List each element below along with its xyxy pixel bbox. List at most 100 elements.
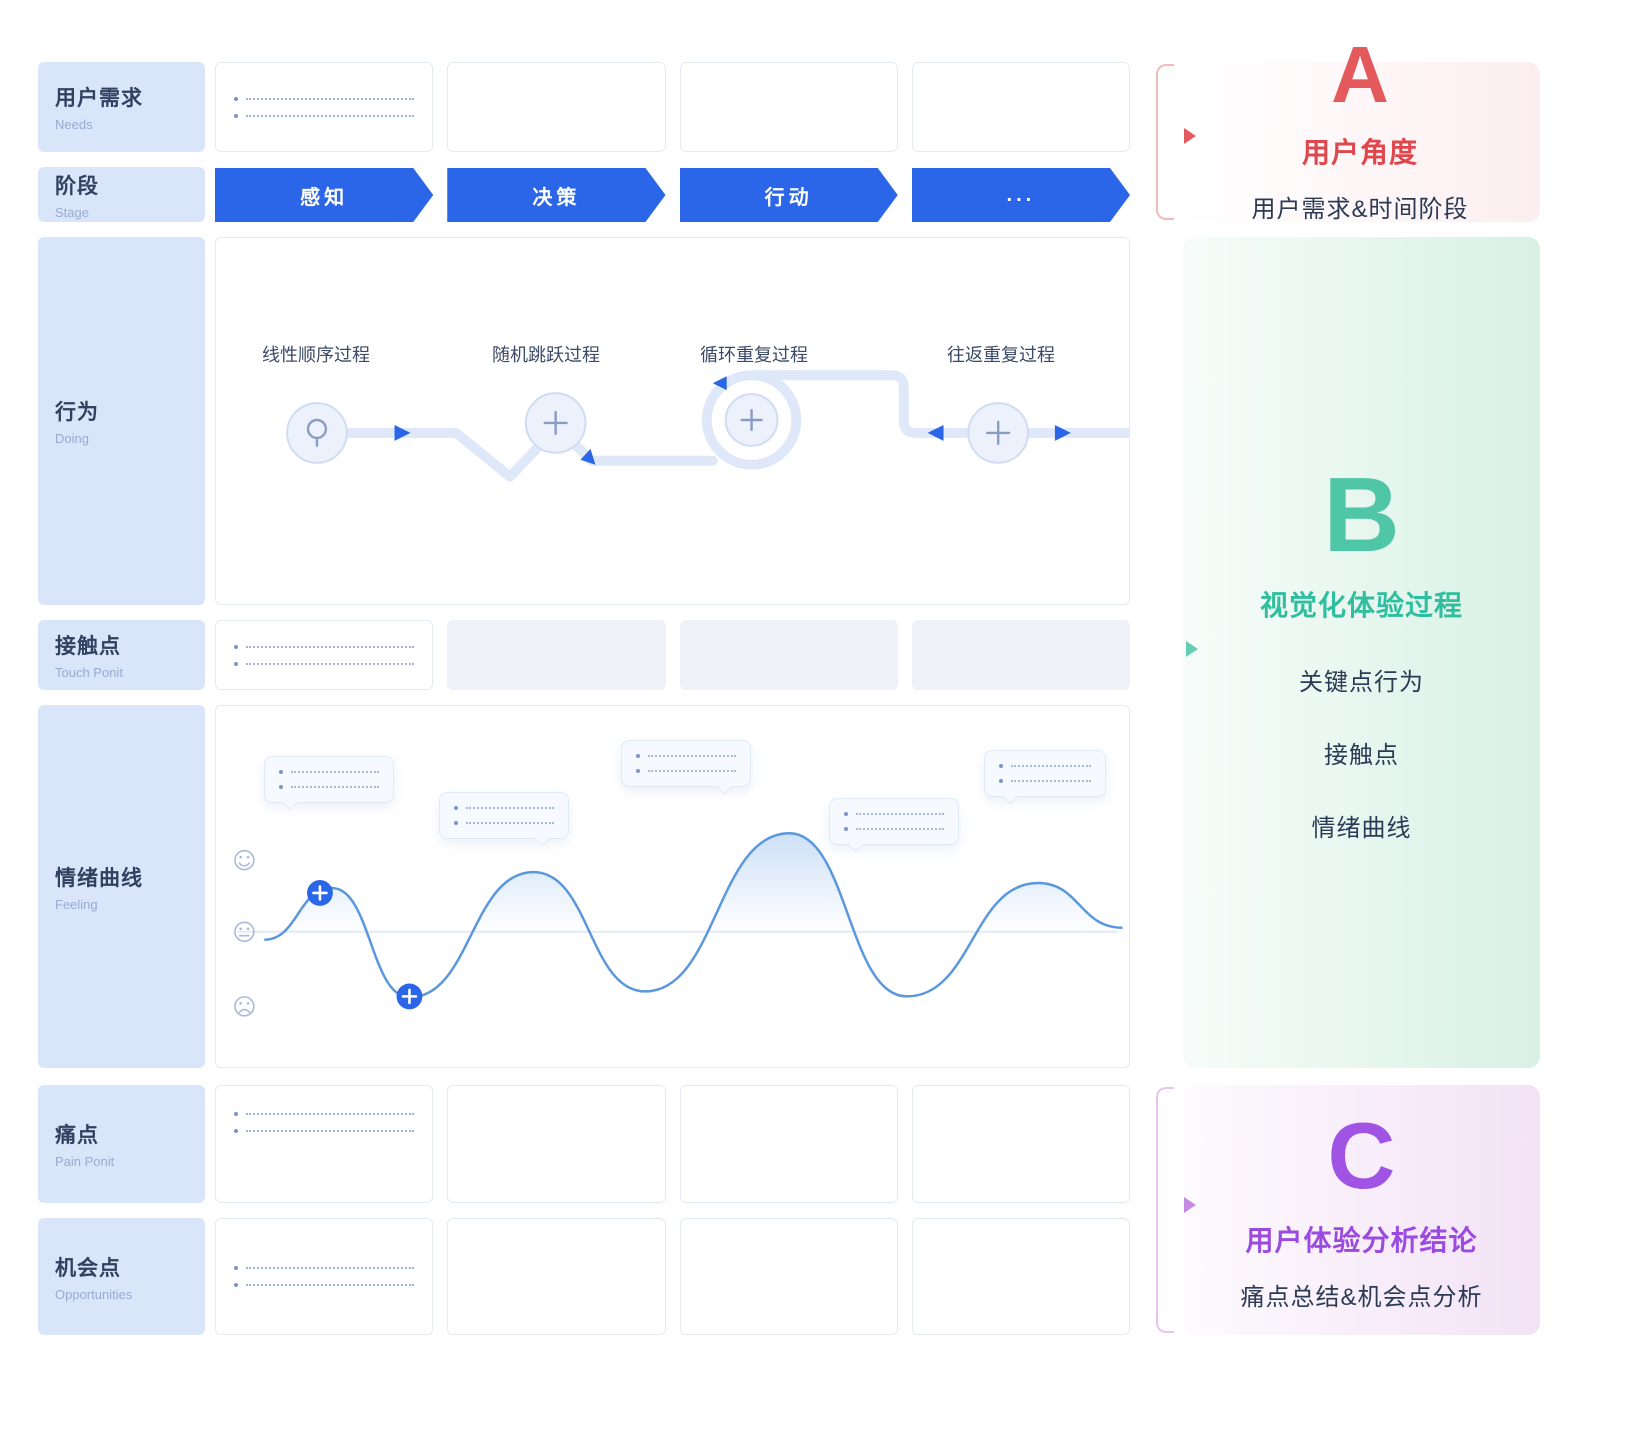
annotation-b-item-2: 接触点 (1324, 742, 1399, 769)
sad-face-icon (234, 996, 255, 1017)
magnifier-icon (306, 418, 328, 448)
placeholder-dotted-line (844, 827, 944, 831)
opportunity-card-2 (447, 1218, 666, 1335)
opportunity-card-row (215, 1218, 1130, 1335)
annotation-section-c: C 用户体验分析结论 痛点总结&机会点分析 (1150, 1085, 1544, 1335)
row-label-doing-subtitle: Doing (55, 431, 89, 446)
annotation-b-item-1: 关键点行为 (1299, 669, 1424, 696)
placeholder-dotted-line (454, 821, 554, 825)
row-label-painpoint-subtitle: Pain Ponit (55, 1154, 115, 1169)
row-label-stage-title: 阶段 (55, 174, 99, 198)
placeholder-dotted-line (234, 661, 415, 666)
placeholder-dotted-line (234, 1129, 415, 1133)
row-label-needs: 用户需求 Needs (38, 62, 205, 152)
painpoint-card-3 (679, 1085, 898, 1203)
placeholder-dotted-line (234, 1266, 415, 1270)
annotation-b-letter: B (1323, 456, 1400, 574)
touchpoint-card-2 (447, 620, 666, 690)
stage-arrow-label: 感知 (300, 186, 349, 209)
annotation-c-title: 用户体验分析结论 (1245, 1224, 1478, 1256)
bracket-a (1156, 64, 1174, 220)
stage-arrow-decision: 决策 (447, 168, 665, 222)
curve-plus-marker (307, 880, 423, 1010)
annotation-section-a: A 用户角度 用户需求&时间阶段 (1150, 34, 1544, 223)
stage-arrow-perception: 感知 (215, 168, 433, 222)
feeling-panel (215, 705, 1130, 1068)
painpoint-card-4 (911, 1085, 1130, 1203)
stage-arrow-action: 行动 (680, 168, 898, 222)
needs-card-4 (911, 62, 1130, 152)
touchpoint-card-3 (679, 620, 898, 690)
opportunity-card-3 (679, 1218, 898, 1335)
emotion-note-bubble (264, 756, 394, 803)
row-label-feeling: 情绪曲线 Feeling (38, 705, 205, 1068)
opportunity-card-4 (911, 1218, 1130, 1335)
row-label-feeling-subtitle: Feeling (55, 896, 98, 912)
row-label-painpoint-title: 痛点 (55, 1124, 99, 1147)
needs-card-2 (447, 62, 666, 152)
stage-arrow-label: 行动 (764, 186, 813, 209)
process-label-random: 随机跳跃过程 (492, 345, 600, 365)
needs-card-row (215, 62, 1130, 152)
row-label-opportunity-title: 机会点 (55, 1256, 121, 1280)
placeholder-dotted-line (279, 785, 379, 789)
needs-card-1 (215, 62, 434, 152)
annotation-c-letter: C (1327, 1102, 1396, 1208)
row-label-touchpoint-subtitle: Touch Ponit (55, 665, 123, 680)
annotation-c-body: C 用户体验分析结论 痛点总结&机会点分析 (1183, 1085, 1540, 1335)
annotation-b-title: 视觉化体验过程 (1259, 590, 1463, 621)
painpoint-card-2 (447, 1085, 666, 1203)
placeholder-dotted-line (234, 1283, 415, 1287)
happy-face-icon (234, 849, 255, 871)
process-label-linear: 线性顺序过程 (262, 345, 370, 365)
stage-arrow-more: ... (912, 168, 1130, 222)
annotation-a-title: 用户角度 (1301, 136, 1418, 168)
row-label-stage-subtitle: Stage (55, 204, 89, 220)
emotion-note-bubble (439, 792, 569, 839)
painpoint-card-row (215, 1085, 1130, 1203)
row-label-stage: 阶段 Stage (38, 167, 205, 222)
annotation-a-body: A 用户角度 用户需求&时间阶段 (1180, 34, 1540, 223)
row-label-doing: 行为 Doing (38, 237, 205, 605)
annotation-b-item-3: 情绪曲线 (1311, 815, 1412, 842)
doing-flow-diagram (286, 370, 1129, 482)
row-label-doing-title: 行为 (55, 401, 99, 424)
needs-card-3 (679, 62, 898, 152)
row-label-feeling-title: 情绪曲线 (55, 866, 143, 890)
annotation-section-b: B 视觉化体验过程 关键点行为 接触点 情绪曲线 (1150, 237, 1544, 1068)
placeholder-dotted-line (279, 770, 379, 774)
touchpoint-card-row (215, 620, 1130, 690)
process-label-loop: 循环重复过程 (700, 345, 808, 365)
stage-arrow-row: 感知 决策 行动 ... (215, 168, 1130, 222)
plus-icon (543, 408, 1011, 446)
needs-placeholder-lines (216, 63, 432, 151)
bracket-c (1156, 1087, 1174, 1333)
placeholder-dotted-line (636, 769, 736, 773)
placeholder-dotted-line (454, 806, 554, 810)
emotion-note-bubble (829, 798, 959, 845)
doing-panel: 线性顺序过程 随机跳跃过程 循环重复过程 往返重复过程 (215, 237, 1130, 605)
placeholder-dotted-line (234, 644, 415, 649)
annotation-b-body: B 视觉化体验过程 关键点行为 接触点 情绪曲线 (1183, 237, 1540, 1068)
emotion-note-bubble (984, 750, 1106, 797)
touchpoint-placeholder-lines (216, 621, 432, 689)
painpoint-card-1 (215, 1085, 434, 1203)
annotation-c-desc: 痛点总结&机会点分析 (1240, 1283, 1483, 1311)
emotion-note-bubble (621, 740, 751, 787)
placeholder-dotted-line (636, 754, 736, 758)
row-label-opportunity-subtitle: Opportunities (55, 1286, 133, 1302)
placeholder-dotted-line (999, 779, 1091, 783)
flow-direction-arrows (394, 376, 1071, 465)
row-label-needs-subtitle: Needs (55, 117, 93, 132)
annotation-a-letter: A (1331, 29, 1389, 119)
touchpoint-card-1 (215, 620, 434, 690)
placeholder-dotted-line (234, 96, 415, 101)
placeholder-dotted-line (844, 812, 944, 816)
neutral-face-icon (234, 921, 255, 942)
opportunity-card-1 (215, 1218, 434, 1335)
painpoint-placeholder-lines (216, 1086, 432, 1202)
row-label-painpoint: 痛点 Pain Ponit (38, 1085, 205, 1203)
emotion-curve-chart (234, 832, 1123, 1017)
linear-process-node (286, 402, 348, 464)
